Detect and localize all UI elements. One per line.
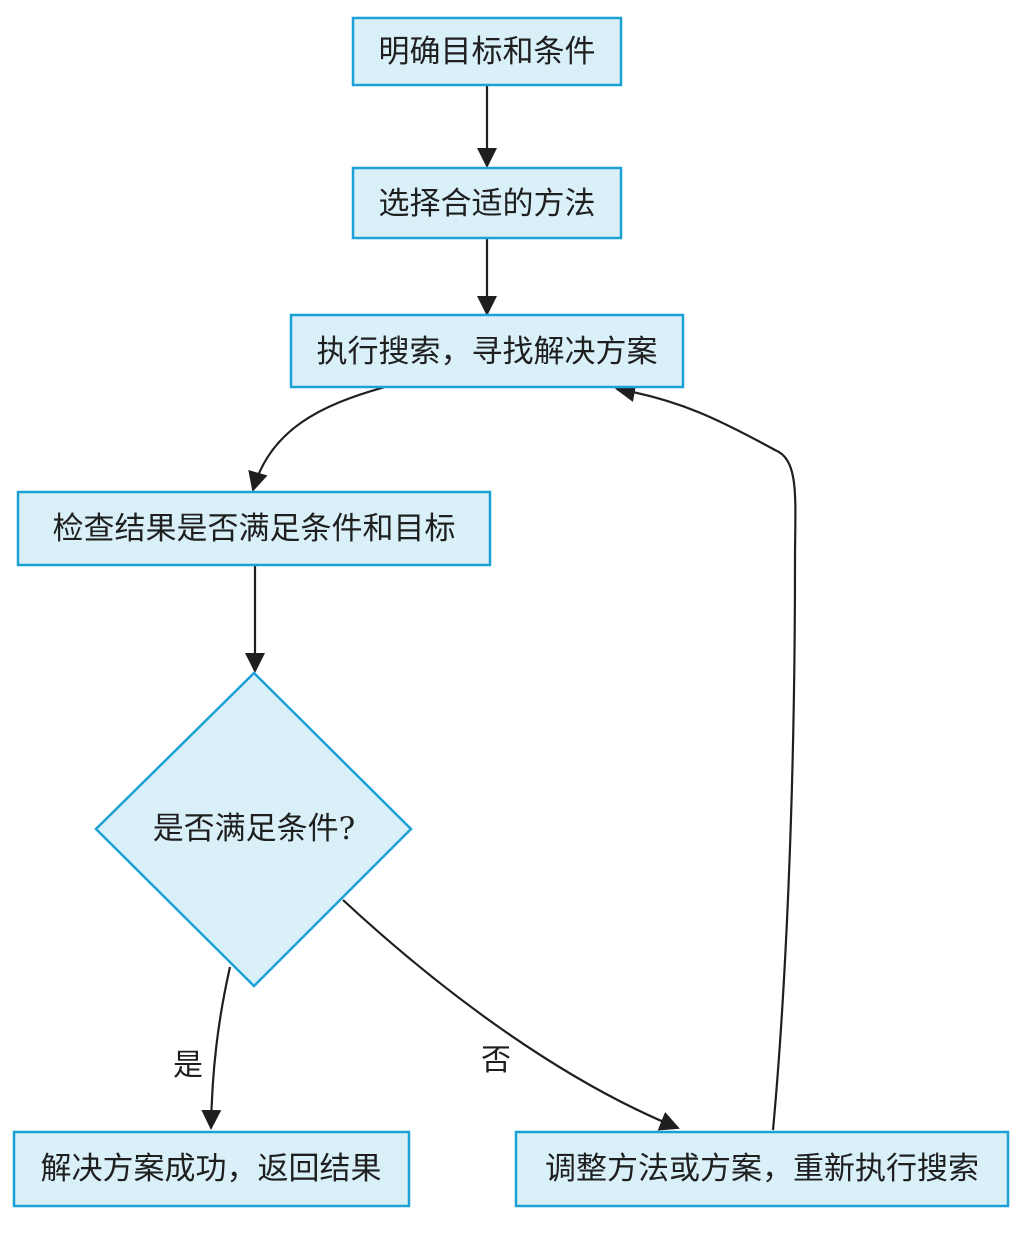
node-execute-search-label: 执行搜索，寻找解决方案 [317, 334, 658, 370]
node-execute-search: 执行搜索，寻找解决方案 [289, 313, 685, 389]
node-success: 解决方案成功，返回结果 [12, 1130, 411, 1208]
decision-condition-met-label: 是否满足条件? [153, 811, 356, 847]
node-success-label: 解决方案成功，返回结果 [41, 1151, 382, 1187]
edge-label-no: 否 [481, 1043, 511, 1078]
node-choose-method-label: 选择合适的方法 [379, 186, 596, 222]
node-check-result-label: 检查结果是否满足条件和目标 [53, 511, 456, 547]
edge-n5-n6 [201, 966, 232, 1130]
edge-n5-n7 [342, 899, 680, 1131]
node-define-goal-label: 明确目标和条件 [379, 34, 596, 70]
node-define-goal: 明确目标和条件 [351, 16, 623, 87]
node-adjust-method: 调整方法或方案，重新执行搜索 [514, 1130, 1010, 1208]
edge-label-yes: 是 [173, 1048, 203, 1083]
node-check-result: 检查结果是否满足条件和目标 [16, 490, 492, 567]
edge-n7-n3 [615, 382, 797, 1131]
edge-n3-n4 [248, 385, 386, 492]
decision-condition-met: 是否满足条件? [94, 671, 413, 988]
node-adjust-method-label: 调整方法或方案，重新执行搜索 [545, 1151, 979, 1187]
node-choose-method: 选择合适的方法 [351, 166, 623, 240]
edges [201, 85, 797, 1131]
